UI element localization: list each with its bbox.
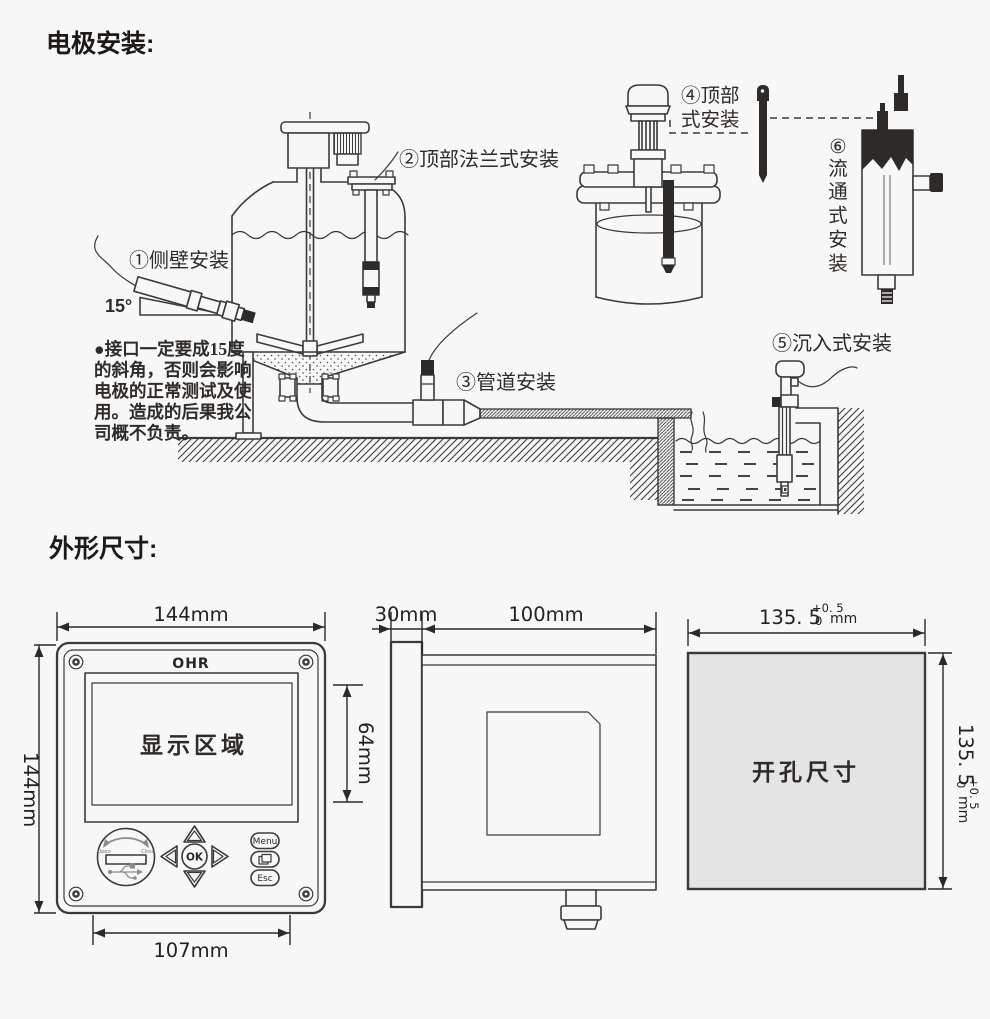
side-dimensions: 30mm 100mm [372,603,657,654]
dim-cutout-tol-plus-2: +0. 5 [967,778,981,810]
front-dimensions: 144mm 144mm 64mm 107mm [19,603,377,962]
esc-button-label: Esc [257,874,272,884]
side-view: 30mm 100mm [372,603,657,930]
warning-line: ●接口一定要成15度 [94,339,245,359]
electrode-side-wall [94,235,256,324]
usb-open-label: Open [97,849,110,855]
dim-depth: 100mm [508,603,583,626]
dim-display-height: 64mm [354,722,377,785]
label-flow-char: 安 [828,229,848,251]
cutout-dimensions: 135. 5 +0. 5 0 mm 135. 5 +0. 5 0 mm [687,601,981,890]
dim-cutout-tol-minus-2: 0 [954,781,968,788]
ok-button[interactable] [181,843,208,870]
warning-line: 司概不负责。 [94,423,199,443]
ok-button-label: OK [186,852,204,864]
holder-top-mount [576,84,752,305]
esc-button[interactable] [250,869,280,887]
tank-assembly [178,112,658,500]
warning-note: ●接口一定要成15度 的斜角，否则会影响 电极的正常测试及使 用。造成的后果我公… [94,339,252,443]
usb-close-label: Close [141,849,155,855]
electrode-top-flange [347,151,399,308]
dim-cutout-tol-minus: 0 [815,614,822,628]
basin [657,407,864,515]
label-top-flange: ②顶部法兰式安装 [399,148,559,171]
usb-icon [110,865,140,879]
bottom-valve [278,373,340,402]
water-dashes [680,451,816,501]
electrode-submersible [772,360,858,497]
label-pipe: ③管道安装 [456,371,556,394]
label-flow-char: 式 [828,205,848,227]
menu-button-label: Menu [253,837,278,847]
dim-cutout-height: 135. 5 [954,724,977,786]
display-area-label: 显示区域 [140,732,248,758]
label-top-mount-1: ④顶部 [681,85,740,107]
arrow-keys[interactable]: OK [160,825,229,888]
brand-logo: OHR [172,656,209,672]
electrode-pipe [412,312,692,426]
warning-line: 用。造成的后果我公 [94,402,252,422]
label-flow: ⑥ 流 通 式 安 装 [828,137,848,275]
section-title-dimensions: 外形尺寸: [49,534,157,563]
usb-dial: Open Close [96,827,156,887]
dim-front-bottom-width: 107mm [153,939,228,962]
dim-front-height: 144mm [19,752,42,827]
flow-cell [861,75,943,304]
warning-line: 的斜角，否则会影响 [94,360,252,380]
menu-buttons[interactable]: Menu Esc [250,832,280,887]
front-view: OHR 显示区域 Open Close [19,603,377,962]
menu-button[interactable] [250,832,280,850]
corner-screws [68,654,314,902]
cable-gland [560,889,602,930]
label-flow-char: ⑥ [829,137,846,158]
dim-front-width: 144mm [153,603,228,626]
dim-cutout-width: 135. 5 [759,606,821,629]
label-flow-char: 装 [828,253,848,275]
warning-line: 电极的正常测试及使 [94,381,252,401]
dim-cutout-unit: mm [830,611,857,627]
label-flow-char: 流 [828,158,848,180]
label-flow-char: 通 [828,181,848,203]
dim-cutout-unit-2: mm [955,796,971,823]
label-side-wall: ①侧壁安装 [129,249,229,272]
label-top-mount-2: 式安装 [681,109,740,131]
electrode-probe [757,85,876,183]
dim-bezel: 30mm [375,603,438,626]
label-angle: 15° [105,296,132,316]
page-icon [258,853,272,865]
cutout-label: 开孔尺寸 [752,760,860,785]
cutout-view: 开孔尺寸 135. 5 +0. 5 0 mm 135. 5 +0. 5 0 mm [686,601,981,891]
section-title-install: 电极安装: [46,29,154,58]
label-submersible: ⑤沉入式安装 [772,332,892,355]
dim-cutout-tol-plus: +0. 5 [812,601,844,615]
